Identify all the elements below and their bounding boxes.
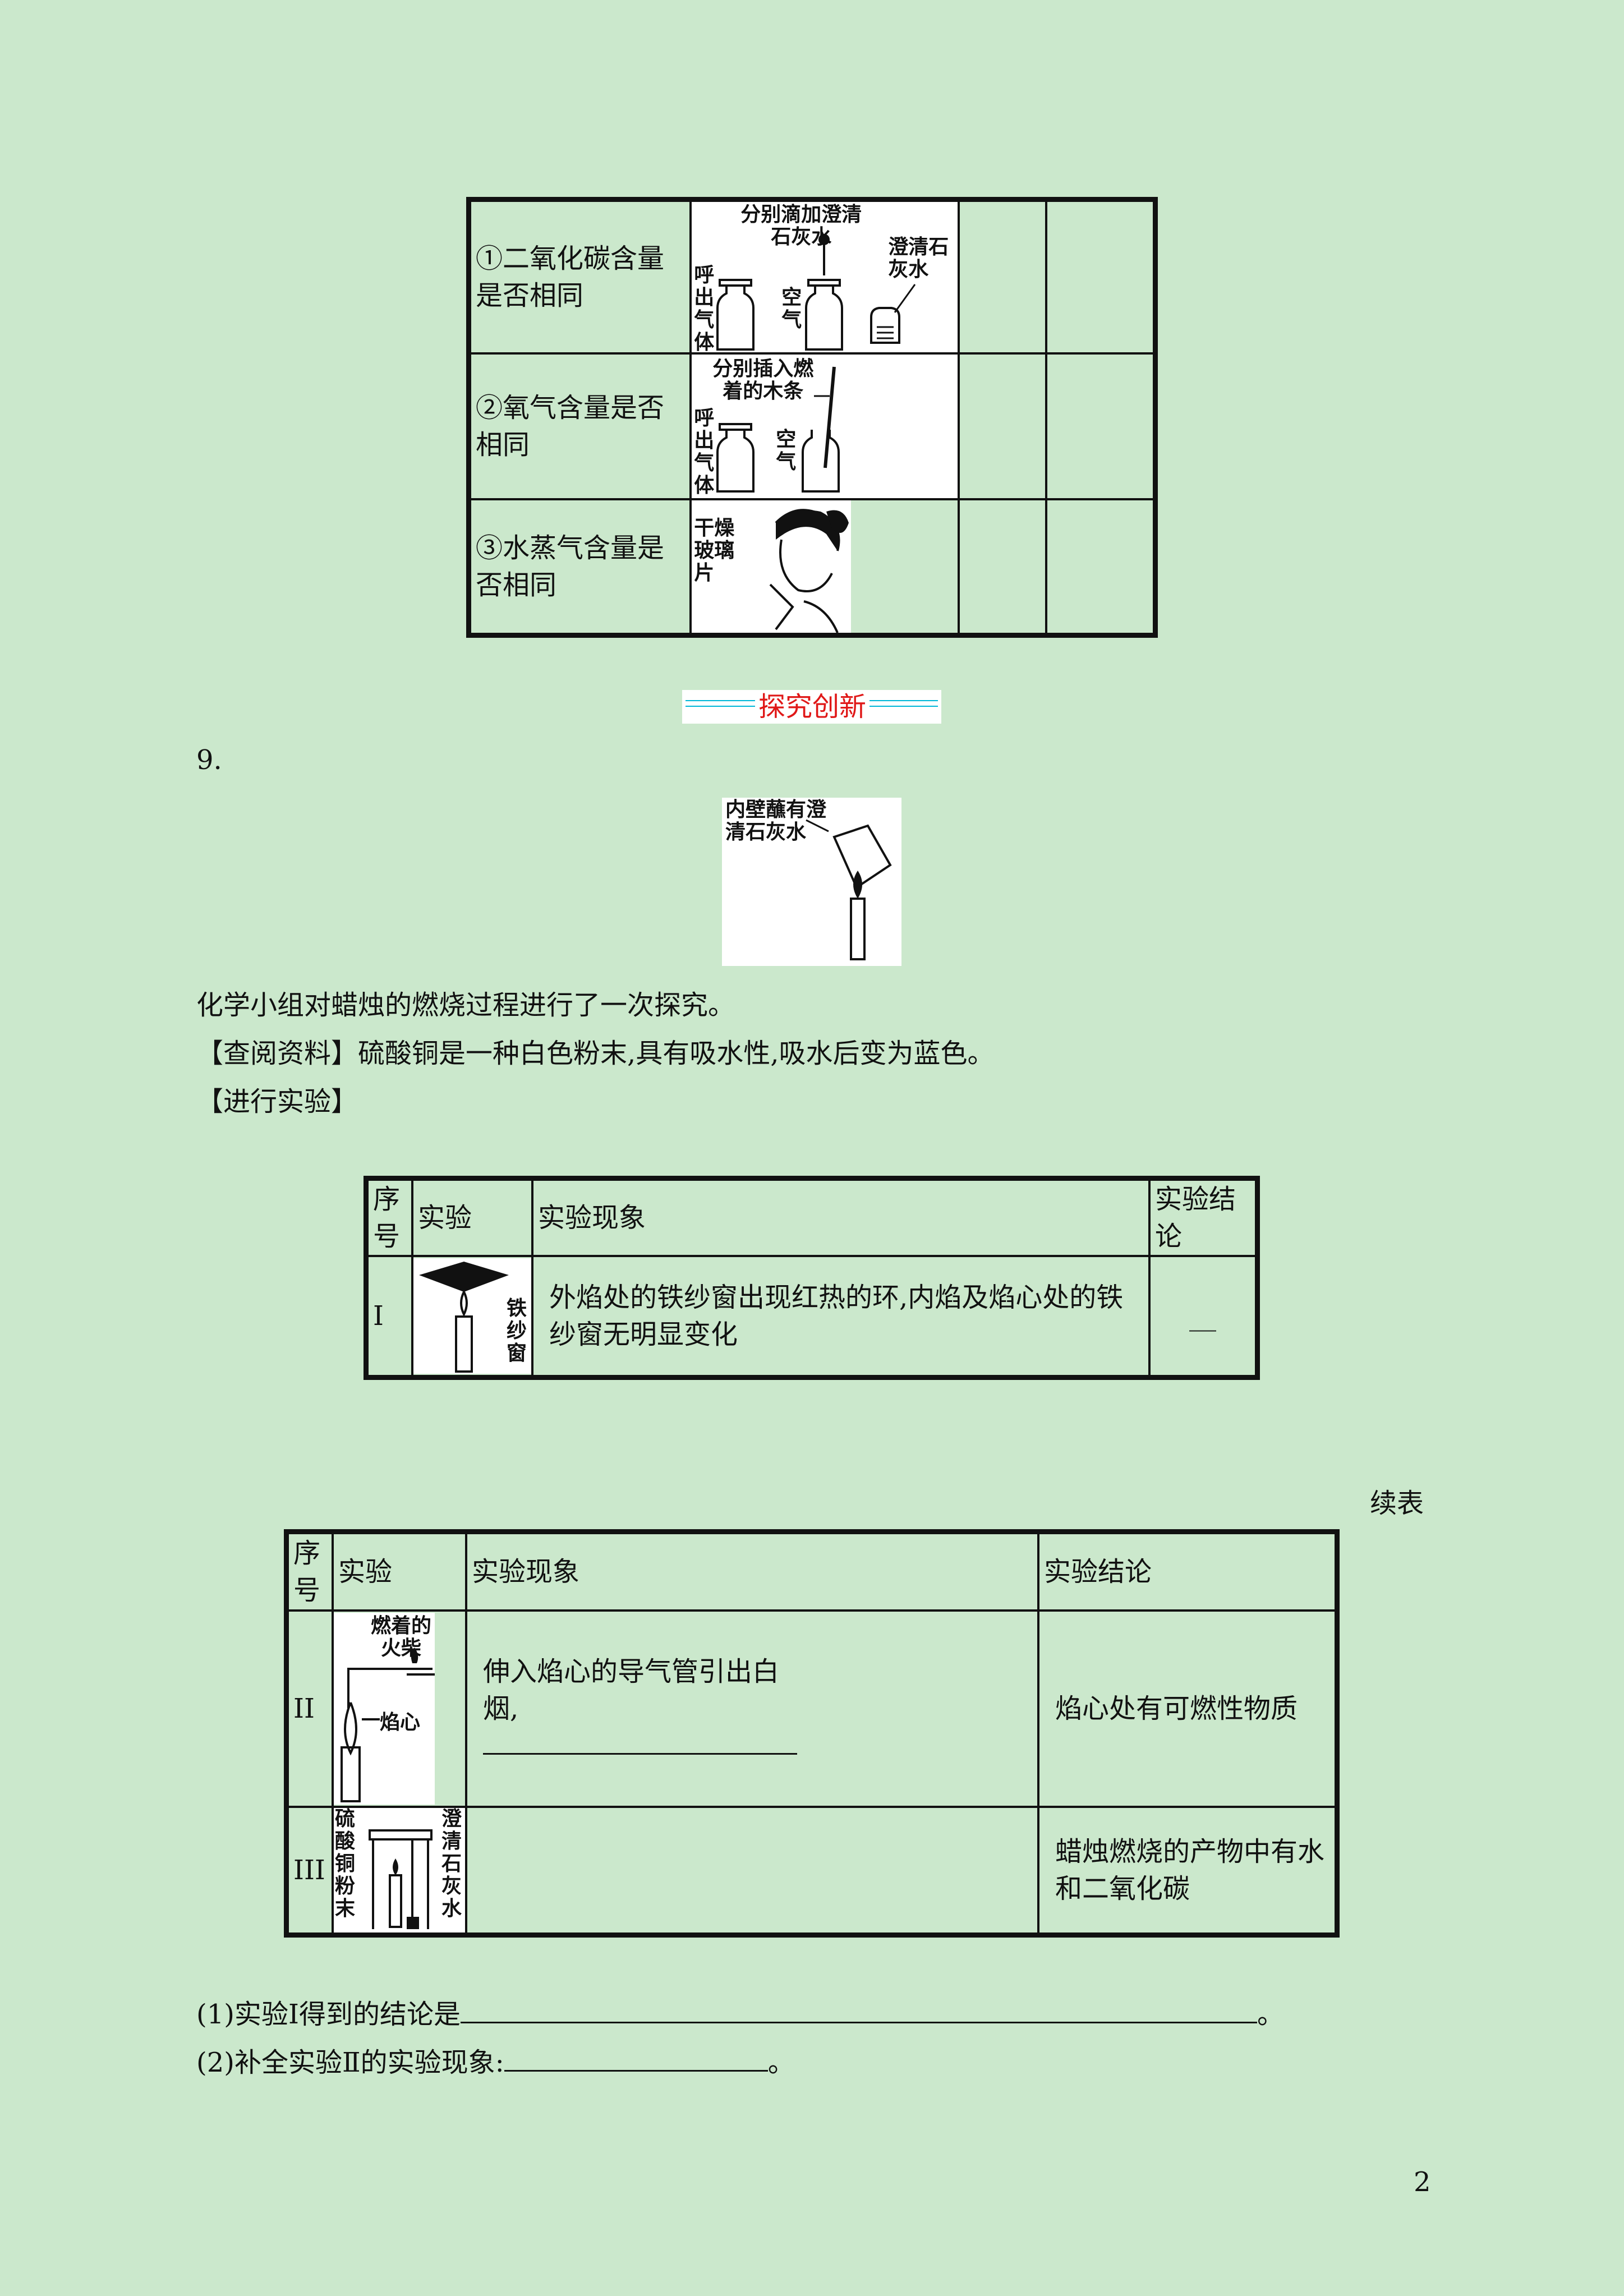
bottles-drawing	[716, 233, 916, 351]
table-cell-empty	[1045, 198, 1157, 355]
experiment-heading: 【进行实验】	[196, 1086, 358, 1117]
figure-label: 呼出气体	[694, 406, 715, 497]
candle-drawing	[806, 819, 892, 960]
table-cell-empty	[1045, 352, 1157, 500]
figure-label: 焰心	[380, 1710, 421, 1734]
figure-label: 铁纱窗	[507, 1297, 527, 1365]
page-number: 2	[1414, 2166, 1431, 2198]
figure-water-vapor-test: 干燥玻璃片	[689, 498, 960, 636]
table-gas-comparison: ①二氧化碳含量是否相同 分别滴加澄清石灰水 呼出气体 空气 澄清石灰水	[466, 197, 1158, 638]
header-experiment: 实验	[411, 1177, 533, 1257]
row-num: II	[285, 1609, 334, 1808]
table-cell-empty	[958, 352, 1048, 500]
apparatus-drawing	[369, 1829, 433, 1929]
figure-label: 燃着的火柴	[370, 1614, 431, 1660]
figure-label: 内壁蘸有澄清石灰水	[725, 798, 827, 844]
table-cell-empty	[1045, 498, 1157, 636]
figure-co2-test: 分别滴加澄清石灰水 呼出气体 空气 澄清石灰水	[689, 198, 960, 355]
figure-copper-sulfate: 硫酸铜粉末 澄清石灰水	[332, 1805, 467, 1936]
figure-label: 呼出气体	[694, 263, 715, 354]
figure-label: 干燥玻璃片	[694, 516, 735, 585]
intro-text: 化学小组对蜡烛的燃烧过程进行了一次探究。	[196, 990, 735, 1021]
header-phenomenon: 实验现象	[531, 1177, 1151, 1257]
continued-label: 续表	[1370, 1488, 1424, 1519]
table-cell-empty	[958, 198, 1048, 355]
figure-label: 澄清石灰水	[441, 1807, 462, 1920]
figure-label: 空气	[776, 427, 797, 473]
phenomenon-empty[interactable]	[465, 1805, 1039, 1936]
answer-blank-1[interactable]	[460, 1997, 1257, 2023]
header-num: 序号	[365, 1177, 413, 1257]
answer-blank-2[interactable]	[504, 2045, 768, 2072]
conclusion-text: 蜡烛燃烧的产物中有水和二氧化碳	[1037, 1805, 1338, 1936]
table-experiment-2-3: 序号 实验 实验现象 实验结论 II 燃着的火柴 焰心	[284, 1529, 1340, 1938]
materials-text: 【查阅资料】硫酸铜是一种白色粉末,具有吸水性,吸水后变为蓝色。	[196, 1038, 995, 1069]
phenomenon-text: 伸入焰心的导气管引出白烟,	[465, 1609, 1039, 1808]
figure-candle-beaker: 内壁蘸有澄清石灰水	[722, 798, 901, 966]
figure-label: 分别插入燃着的木条	[712, 357, 814, 403]
figure-o2-test: 分别插入燃着的木条 呼出气体 空气	[689, 352, 960, 500]
conclusion-blank: __	[1148, 1255, 1259, 1379]
table-row-question: ②氧气含量是否相同	[467, 352, 692, 500]
gauze-drawing	[419, 1262, 509, 1373]
question-1: (1)实验Ⅰ得到的结论是。	[196, 1997, 1284, 2031]
bottles-with-sticks-drawing	[716, 366, 840, 493]
row-num: III	[285, 1805, 334, 1936]
phenomenon-text: 外焰处的铁纱窗出现红热的环,内焰及焰心处的铁纱窗无明显变化	[531, 1255, 1151, 1379]
question-2: (2)补全实验Ⅱ的实验现象:。	[196, 2045, 795, 2079]
header-conclusion: 实验结论	[1148, 1177, 1259, 1257]
candle-tube-drawing	[341, 1647, 435, 1802]
table-cell-empty	[958, 498, 1048, 636]
table-row-question: ③水蒸气含量是否相同	[467, 498, 692, 636]
table-experiment-1: 序号 实验 实验现象 实验结论 I 铁纱窗 外焰处的铁纱窗出现红热的环,内焰及焰…	[364, 1176, 1260, 1380]
question-number: 9.	[196, 744, 222, 776]
girl-breathing-drawing	[769, 508, 849, 633]
section-title: 探究创新	[682, 690, 941, 724]
header-conclusion: 实验结论	[1037, 1530, 1338, 1612]
figure-label: 硫酸铜粉末	[335, 1807, 356, 1920]
row-num: I	[365, 1255, 413, 1379]
header-phenomenon: 实验现象	[465, 1530, 1039, 1612]
section-title-text: 探究创新	[758, 691, 866, 723]
header-experiment: 实验	[332, 1530, 467, 1612]
figure-flame-core: 燃着的火柴 焰心	[332, 1609, 467, 1808]
table-row-question: ①二氧化碳含量是否相同	[467, 198, 692, 355]
conclusion-text: 焰心处有可燃性物质	[1037, 1609, 1338, 1808]
figure-gauze-candle: 铁纱窗	[411, 1255, 533, 1379]
figure-label: 澄清石灰水	[888, 235, 949, 281]
answer-blank[interactable]	[483, 1728, 797, 1755]
figure-label: 空气	[781, 286, 802, 332]
header-num: 序号	[285, 1530, 334, 1612]
